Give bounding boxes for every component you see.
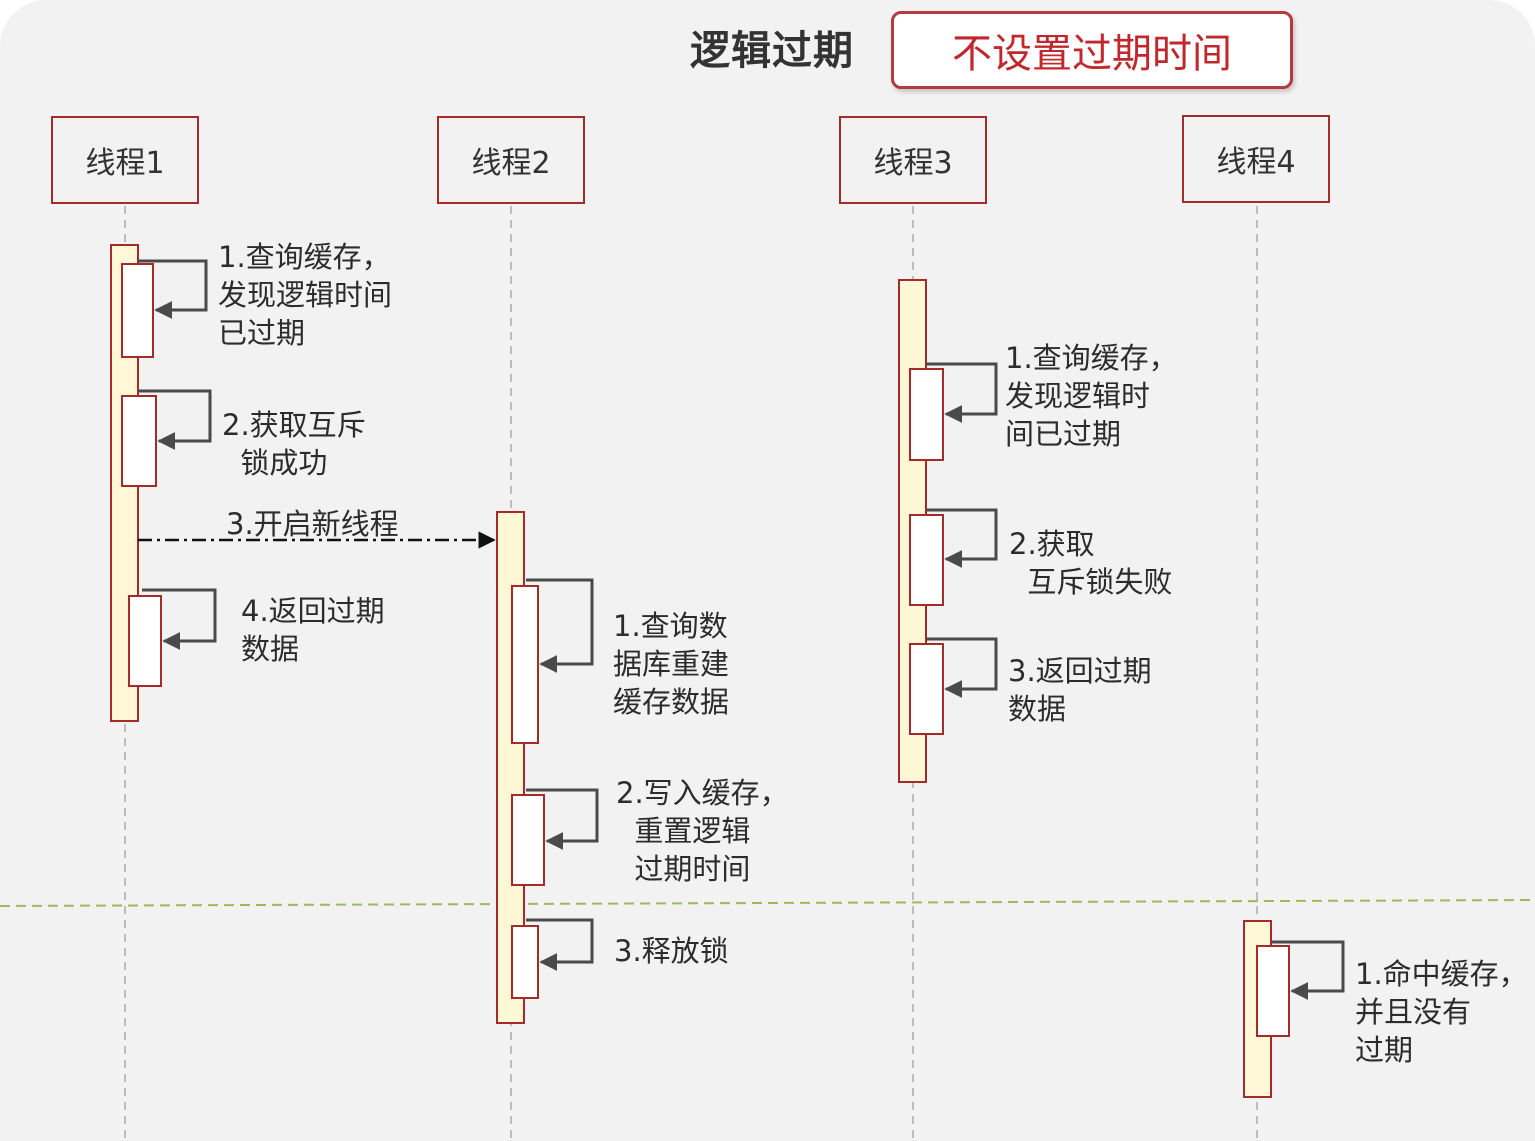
thread-3-header: 线程3 bbox=[839, 116, 987, 204]
thread-2-step-2-label: 2.写入缓存， 重置逻辑 过期时间 bbox=[616, 776, 789, 886]
self-call-box bbox=[511, 585, 539, 744]
self-call-arrow bbox=[926, 362, 998, 423]
self-call-arrow bbox=[926, 508, 998, 568]
thread-1-step-1-label: 1.查询缓存， 发现逻辑时间 已过期 bbox=[218, 240, 393, 350]
thread-1-step-4-label: 4.返回过期 数据 bbox=[241, 594, 385, 666]
self-call-arrow bbox=[138, 389, 212, 450]
self-call-box bbox=[128, 595, 162, 687]
self-call-box bbox=[909, 368, 944, 461]
thread-3-step-1-label: 1.查询缓存， 发现逻辑时 间已过期 bbox=[1005, 341, 1178, 451]
self-call-box bbox=[1256, 945, 1290, 1037]
diagram-title: 逻辑过期 bbox=[690, 28, 854, 74]
thread-3-step-3-label: 3.返回过期 数据 bbox=[1008, 654, 1152, 726]
thread-2-step-3-label: 3.释放锁 bbox=[614, 934, 729, 968]
self-call-box bbox=[121, 263, 154, 358]
self-call-box bbox=[121, 395, 157, 487]
time-separator-line bbox=[0, 899, 1535, 907]
self-call-box bbox=[511, 925, 539, 999]
self-call-box bbox=[909, 643, 944, 735]
self-call-arrow bbox=[526, 918, 594, 971]
thread-3-step-2-label: 2.获取 互斥锁失败 bbox=[1009, 527, 1173, 599]
thread-4-header: 线程4 bbox=[1182, 115, 1330, 203]
thread-1-step-3-label: 3.开启新线程 bbox=[226, 507, 399, 541]
self-call-arrow bbox=[138, 259, 208, 319]
no-expiry-badge: 不设置过期时间 bbox=[891, 11, 1293, 89]
self-call-arrow bbox=[1272, 940, 1345, 1000]
self-call-arrow bbox=[142, 588, 217, 650]
thread-1-header: 线程1 bbox=[51, 116, 199, 204]
self-call-arrow bbox=[926, 637, 998, 698]
thread-2-step-1-label: 1.查询数 据库重建 缓存数据 bbox=[613, 609, 730, 719]
thread-4-step-1-label: 1.命中缓存， 并且没有 过期 bbox=[1355, 957, 1528, 1067]
self-call-arrow bbox=[526, 788, 599, 850]
thread-2-header: 线程2 bbox=[437, 116, 585, 204]
self-call-box bbox=[511, 794, 545, 886]
self-call-arrow bbox=[526, 578, 594, 673]
self-call-box bbox=[909, 514, 944, 606]
thread-1-step-2-label: 2.获取互斥 锁成功 bbox=[222, 408, 366, 480]
